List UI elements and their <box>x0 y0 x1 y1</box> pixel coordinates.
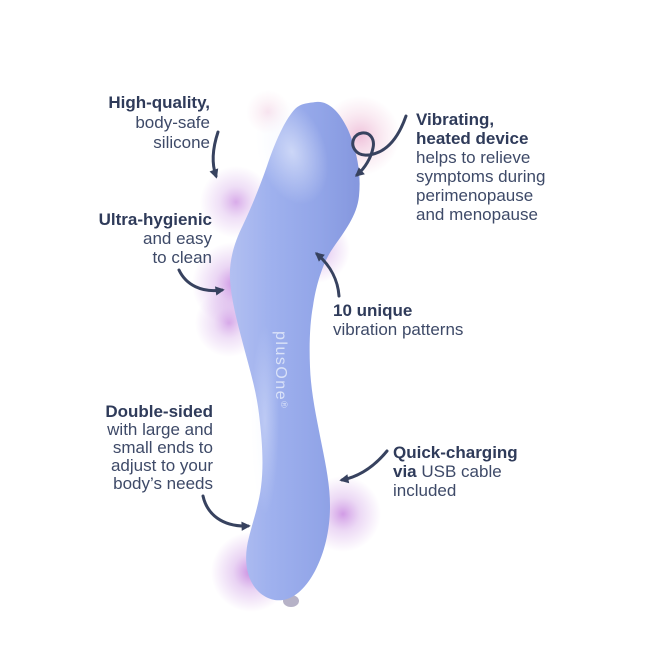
callout-line-rest: USB cable <box>421 462 502 481</box>
callout-vibration-patterns: 10 unique vibration patterns <box>333 301 463 339</box>
callout-quick-charging: Quick-charging via USB cable included <box>393 443 518 500</box>
callout-line: with large and <box>107 420 213 439</box>
callout-heading: Quick-charging <box>393 443 518 462</box>
callout-line: to clean <box>152 248 212 267</box>
loop-arrow-icon-vibrating <box>351 114 408 177</box>
curved-arrow-icon-double-sided <box>201 494 251 531</box>
callout-line: small ends to <box>112 438 213 457</box>
callout-line: symptoms during <box>416 167 546 186</box>
callout-heading: Double-sided <box>105 402 213 421</box>
callout-line: via USB cable <box>393 462 518 481</box>
curved-arrow-icon-ultra-hygienic <box>177 268 225 296</box>
curved-arrow-icon-patterns <box>314 252 341 298</box>
device-sheen <box>251 325 279 515</box>
callout-emphasis: via <box>393 462 417 481</box>
callout-line: helps to relieve <box>416 148 531 167</box>
callout-line: and easy <box>143 229 212 248</box>
callout-line: body’s needs <box>113 474 213 493</box>
callout-heading: High-quality, <box>108 93 210 112</box>
callout-arrows <box>177 114 408 531</box>
device-sheen <box>255 99 329 205</box>
callout-heading: heated device <box>416 129 529 148</box>
callout-line: body-safe <box>135 113 210 132</box>
curved-arrow-icon-quick-charging <box>339 449 389 484</box>
callout-line: silicone <box>153 133 210 152</box>
curved-arrow-icon-high-quality <box>209 130 220 179</box>
callout-line: perimenopause <box>416 186 534 205</box>
brand-label: plusOne® <box>272 331 289 409</box>
callout-ultra-hygienic: Ultra-hygienic and easy to clean <box>99 210 212 267</box>
callout-line: vibration patterns <box>333 320 464 339</box>
callout-heading: Ultra-hygienic <box>98 210 212 229</box>
callout-heading: Vibrating, <box>416 110 495 129</box>
callout-line: adjust to your <box>110 456 213 475</box>
callout-line: and menopause <box>416 205 538 224</box>
callout-high-quality: High-quality, body-safe silicone <box>108 93 210 153</box>
callout-vibrating-heated: Vibrating, heated device helps to reliev… <box>416 110 545 224</box>
callout-line: included <box>393 481 457 500</box>
callout-double-sided: Double-sided with large and small ends t… <box>105 403 213 493</box>
callout-heading: 10 unique <box>333 301 413 320</box>
